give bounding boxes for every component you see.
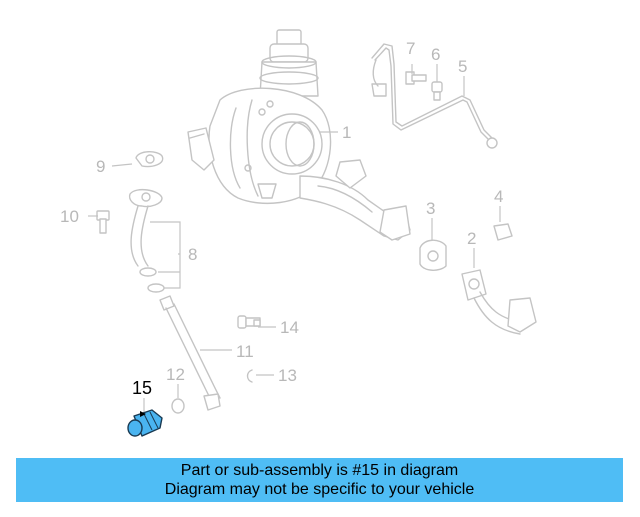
leader-lines: [88, 64, 501, 414]
callout-14: 14: [280, 318, 299, 337]
banjo-bolt-part: [405, 71, 427, 85]
oil-return-tube-11-part: [159, 295, 221, 411]
info-banner: Part or sub-assembly is #15 in diagram D…: [16, 458, 623, 502]
callout-1: 1: [342, 123, 351, 142]
egr-pipe-2-part: [461, 269, 537, 335]
callout-2: 2: [467, 229, 476, 248]
clamp-13-part: [246, 369, 253, 383]
oil-return-pipe-part: [128, 188, 165, 293]
callout-10: 10: [60, 207, 79, 226]
callout-11: 11: [236, 342, 254, 361]
callout-3: 3: [426, 199, 435, 218]
banner-line-2: Diagram may not be specific to your vehi…: [164, 481, 475, 498]
callout-7: 7: [406, 39, 415, 58]
turbocharger-part: [187, 29, 411, 241]
highlighted-part-15[interactable]: [127, 409, 163, 437]
callout-labels: 1 2 3 4 5 6 7 8 9 10 11 12 13 14 15: [60, 39, 503, 398]
callout-5: 5: [458, 57, 467, 76]
callout-8: 8: [188, 245, 197, 264]
nut-4-part: [493, 223, 513, 241]
gasket-3-part: [419, 239, 447, 271]
callout-15: 15: [132, 378, 152, 398]
callout-9: 9: [96, 157, 105, 176]
clip-12-part: [171, 398, 185, 414]
callout-6: 6: [431, 45, 440, 64]
callout-12: 12: [166, 365, 185, 384]
callout-4: 4: [494, 187, 503, 206]
gasket-9-part: [135, 151, 164, 168]
callout-13: 13: [278, 366, 297, 385]
banjo-bolt-6-part: [431, 81, 443, 101]
oil-supply-line-part: [371, 43, 498, 149]
part-15-head: [127, 419, 143, 437]
banner-line-1: Part or sub-assembly is #15 in diagram: [180, 462, 459, 479]
stud-14-part: [237, 315, 261, 329]
bolt-10-part: [96, 210, 110, 234]
